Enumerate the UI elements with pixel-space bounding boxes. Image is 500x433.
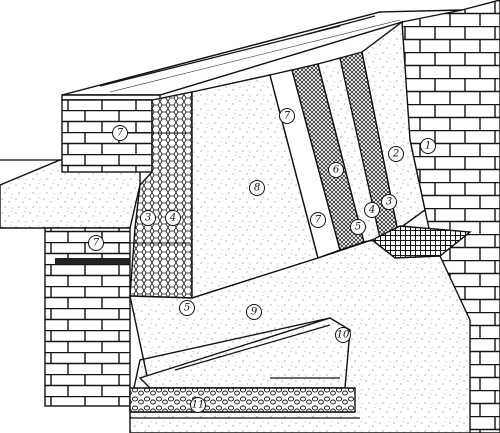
upper-left-brick-wall [61,99,153,173]
callout-5-right: 5 [350,219,366,235]
callout-1: 1 [420,138,436,154]
svg-text:5: 5 [355,222,361,233]
callout-group: 1 2 3 3 4 4 5 5 [88,108,436,413]
svg-text:4: 4 [368,205,375,216]
svg-text:10: 10 [337,330,350,341]
callout-7-strip-bottom: 7 [310,212,326,228]
callout-3-left: 3 [140,210,156,226]
callout-4-left: 4 [165,210,181,226]
callout-7-lower-left: 7 [88,235,104,251]
top-coping-blocks [61,9,463,101]
svg-text:8: 8 [254,183,260,194]
svg-text:3: 3 [145,213,151,224]
callout-2: 2 [388,146,404,162]
svg-text:7: 7 [93,238,100,249]
svg-text:9: 9 [251,307,258,318]
callout-5-bottom: 5 [179,300,195,316]
sub-slab [138,317,351,389]
gravel-bed [129,387,360,419]
svg-text:5: 5 [184,303,190,314]
svg-text:6: 6 [333,165,340,176]
lower-left-brick-wall [44,227,131,407]
callout-10: 10 [335,327,351,343]
svg-text:7: 7 [117,128,124,139]
callout-4-right: 4 [364,202,380,218]
plaster-layers [317,20,426,243]
svg-text:3: 3 [386,197,392,208]
callout-7-upper-left: 7 [112,125,128,141]
svg-text:4: 4 [169,213,176,224]
svg-text:11: 11 [192,400,205,411]
callout-6: 6 [328,162,344,178]
callout-3-right: 3 [381,194,397,210]
callout-7-strip-top: 7 [279,108,295,124]
leader-lines [103,132,372,244]
svg-text:1: 1 [425,141,431,152]
svg-text:7: 7 [315,215,322,226]
svg-text:2: 2 [392,149,399,160]
callout-9: 9 [246,304,262,320]
callout-11: 11 [190,397,206,413]
callout-8: 8 [249,180,265,196]
svg-text:7: 7 [284,111,291,122]
